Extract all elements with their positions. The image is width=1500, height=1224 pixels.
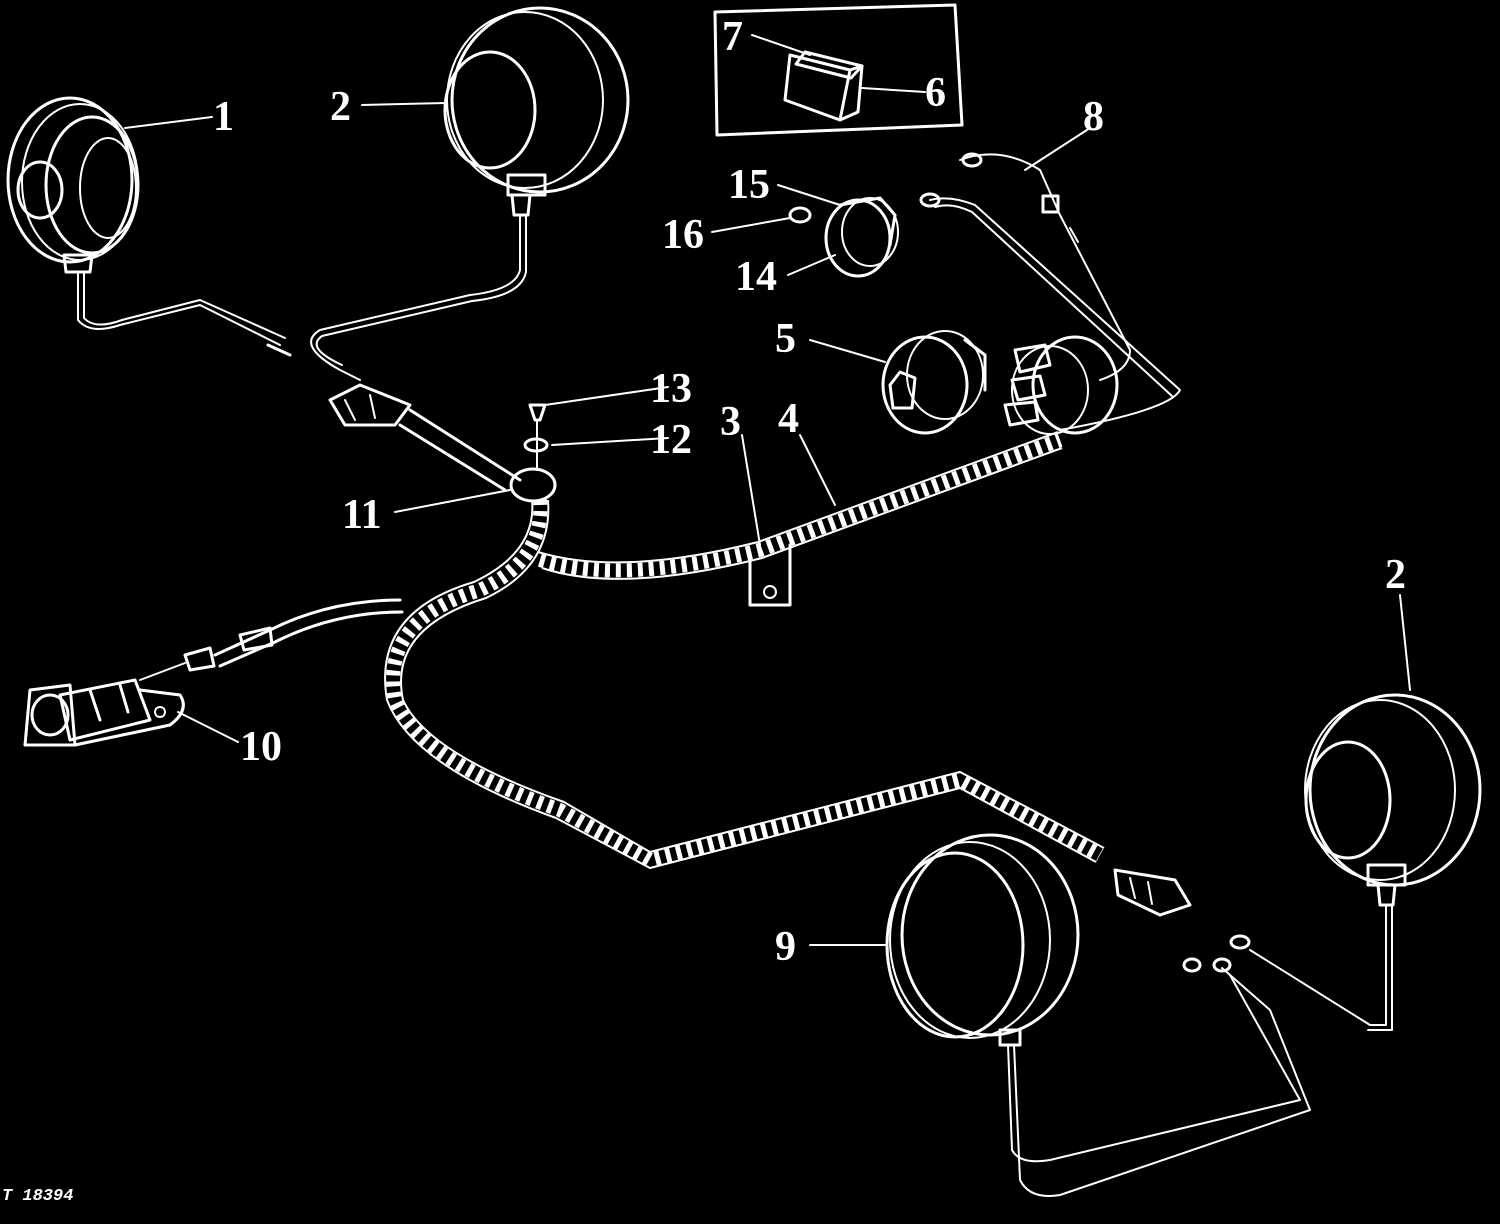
callout-2-top: 2	[330, 84, 351, 130]
connector-lower	[1113, 868, 1192, 917]
figure-code: T 18394	[2, 1187, 73, 1206]
switch-5	[881, 330, 987, 435]
callout-15: 15	[728, 162, 770, 208]
leader-lines	[124, 34, 1411, 946]
callout-6: 6	[925, 70, 946, 116]
lamp-2-bottom	[1229, 693, 1482, 1031]
callout-12: 12	[650, 417, 692, 463]
callout-13: 13	[650, 366, 692, 412]
callout-14: 14	[735, 254, 777, 300]
callout-2-bottom: 2	[1385, 552, 1406, 598]
lamp1-lead	[77, 271, 292, 357]
switch-14	[788, 196, 899, 278]
lamp-1	[6, 96, 140, 274]
callout-16: 16	[662, 212, 704, 258]
callout-5: 5	[775, 316, 796, 362]
right-leads	[919, 152, 1181, 431]
lamp2-top-lead	[310, 214, 527, 381]
harness-clip	[748, 543, 792, 607]
callout-10: 10	[240, 724, 282, 770]
plug-cable	[139, 598, 404, 681]
inset-box	[713, 3, 964, 137]
callout-8: 8	[1083, 94, 1104, 140]
upper-left-connector	[328, 383, 522, 492]
plug-10	[23, 678, 185, 747]
callout-9: 9	[775, 924, 796, 970]
lamp-9	[885, 833, 1311, 1197]
callouts: 1 2 2 3 4 5 6 7 8 9 10 11 12 13 14 15 16…	[2, 14, 1406, 1206]
callout-4: 4	[778, 396, 799, 442]
main-harness	[384, 431, 1192, 917]
callout-3: 3	[720, 399, 741, 445]
callout-11: 11	[342, 492, 382, 538]
callout-1: 1	[213, 94, 234, 140]
lamp-2-top	[443, 6, 630, 217]
relay-unit	[1003, 335, 1119, 435]
callout-7: 7	[722, 14, 743, 60]
junction-bolt	[509, 403, 557, 503]
